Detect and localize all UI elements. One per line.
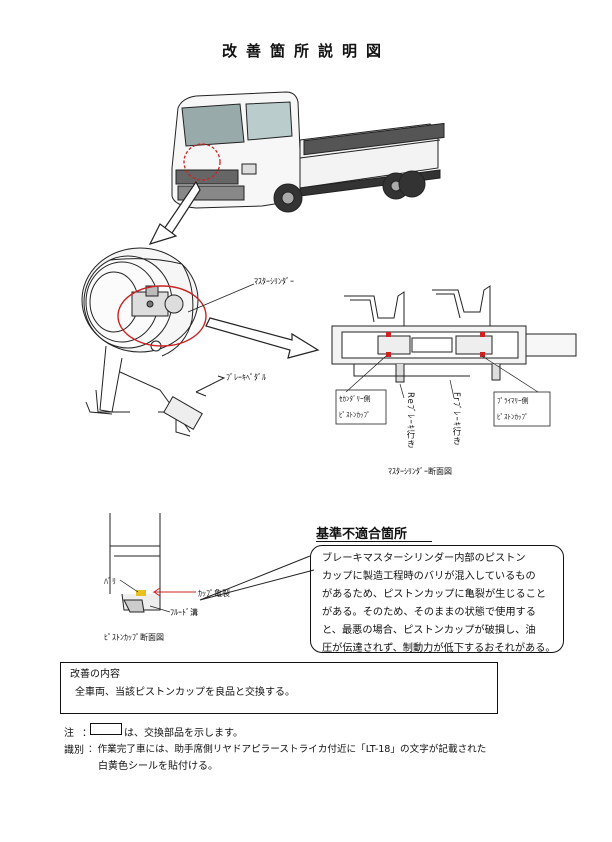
secondary-cup-box: [335, 389, 387, 425]
nonconformity-line: カップに製造工程時のバリが混入しているもの: [322, 571, 536, 582]
improvement-box: [60, 662, 498, 714]
primary-cup-label-2: ﾋﾟｽﾄﾝｶｯﾌﾟ: [497, 413, 529, 421]
callout-pointer: [199, 555, 315, 601]
master-cylinder-section: [331, 285, 577, 383]
nonconformity-line: と、最悪の場合、ピストンカップが破損し、油: [322, 625, 536, 636]
brake-booster-illustration: [81, 247, 203, 437]
burr-label: ﾊﾞﾘ: [104, 577, 116, 586]
page-title: 改善箇所説明図: [221, 42, 390, 60]
brake-pedal-label: ﾌﾞﾚｰｷﾍﾟﾀﾞﾙ: [226, 373, 266, 382]
crack-arrow-icon: [152, 587, 196, 597]
piston-cup-section: [109, 513, 161, 613]
identification-text-1: ：作業完了車には、助手席側リヤドアピラーストライカ付近に「LT-18」の文字が記…: [88, 744, 487, 755]
section-leaders: [345, 355, 539, 399]
secondary-cup-label-2: ﾋﾟｽﾄﾝｶｯﾌﾟ: [339, 411, 371, 419]
note-label: 注: [64, 728, 74, 739]
cup-section-caption: ﾋﾟｽﾄﾝｶｯﾌﾟ断面図: [104, 633, 164, 642]
nonconformity-box: [310, 545, 564, 653]
secondary-cup-label-1: ｾｶﾝﾀﾞﾘｰ側: [339, 395, 371, 403]
master-section-caption: ﾏｽﾀｰｼﾘﾝﾀﾞｰ断面図: [388, 467, 452, 476]
primary-cup-label-1: ﾌﾟﾗｲﾏﾘｰ側: [497, 397, 529, 405]
improvement-heading: 改善の内容: [70, 669, 120, 680]
note-text: は、交換部品を示します。: [124, 728, 243, 739]
truck-highlight-circle: [183, 143, 221, 181]
re-brake-label: Reﾌﾞﾚｰｷ行き: [405, 392, 415, 450]
nonconformity-line: があるため、ピストンカップに亀裂が生じること: [322, 589, 547, 600]
nonconformity-text: ブレーキマスターシリンダー内部のピストン カップに製造工程時のバリが混入している…: [322, 550, 560, 658]
master-cylinder-leader: [187, 283, 255, 313]
replacement-part-swatch: [90, 723, 122, 735]
piston-cup-markers: [386, 332, 485, 357]
nonconformity-line: 圧が伝達されず、制動力が低下するおそれがある。: [322, 643, 556, 654]
flute-groove-label: ﾌﾙｰﾄﾞ溝: [170, 608, 198, 617]
nonconformity-line: ブレーキマスターシリンダー内部のピストン: [322, 553, 526, 564]
fr-brake-label: Frﾌﾞﾚｰｷ行き: [451, 392, 461, 447]
nonconformity-line: がある。そのため、そのままの状態で使用する: [322, 607, 536, 618]
brake-pedal-arrow-icon: [195, 375, 226, 397]
nonconformity-title: 基準不適合箇所: [316, 527, 408, 542]
master-cylinder-label: ﾏｽﾀｰｼﾘﾝﾀﾞｰ: [254, 277, 294, 286]
truck-illustration: [171, 91, 445, 213]
arrow-down-icon: [148, 180, 201, 245]
arrow-right-icon: [205, 317, 320, 359]
cup-leaders: [119, 579, 171, 613]
note-colon: ：: [82, 728, 92, 739]
improvement-text: 全車両、当該ピストンカップを良品と交換する。: [75, 687, 295, 698]
cup-crack-label: ｶｯﾌﾟ亀裂: [198, 589, 230, 598]
master-cylinder-highlight: [117, 285, 207, 347]
nonconformity-underline: [316, 541, 432, 542]
burr-mark: [136, 590, 146, 596]
identification-text-2: 白黄色シールを貼付ける。: [98, 761, 218, 772]
identification-label: 識別: [64, 745, 84, 756]
primary-cup-box: [493, 391, 551, 427]
